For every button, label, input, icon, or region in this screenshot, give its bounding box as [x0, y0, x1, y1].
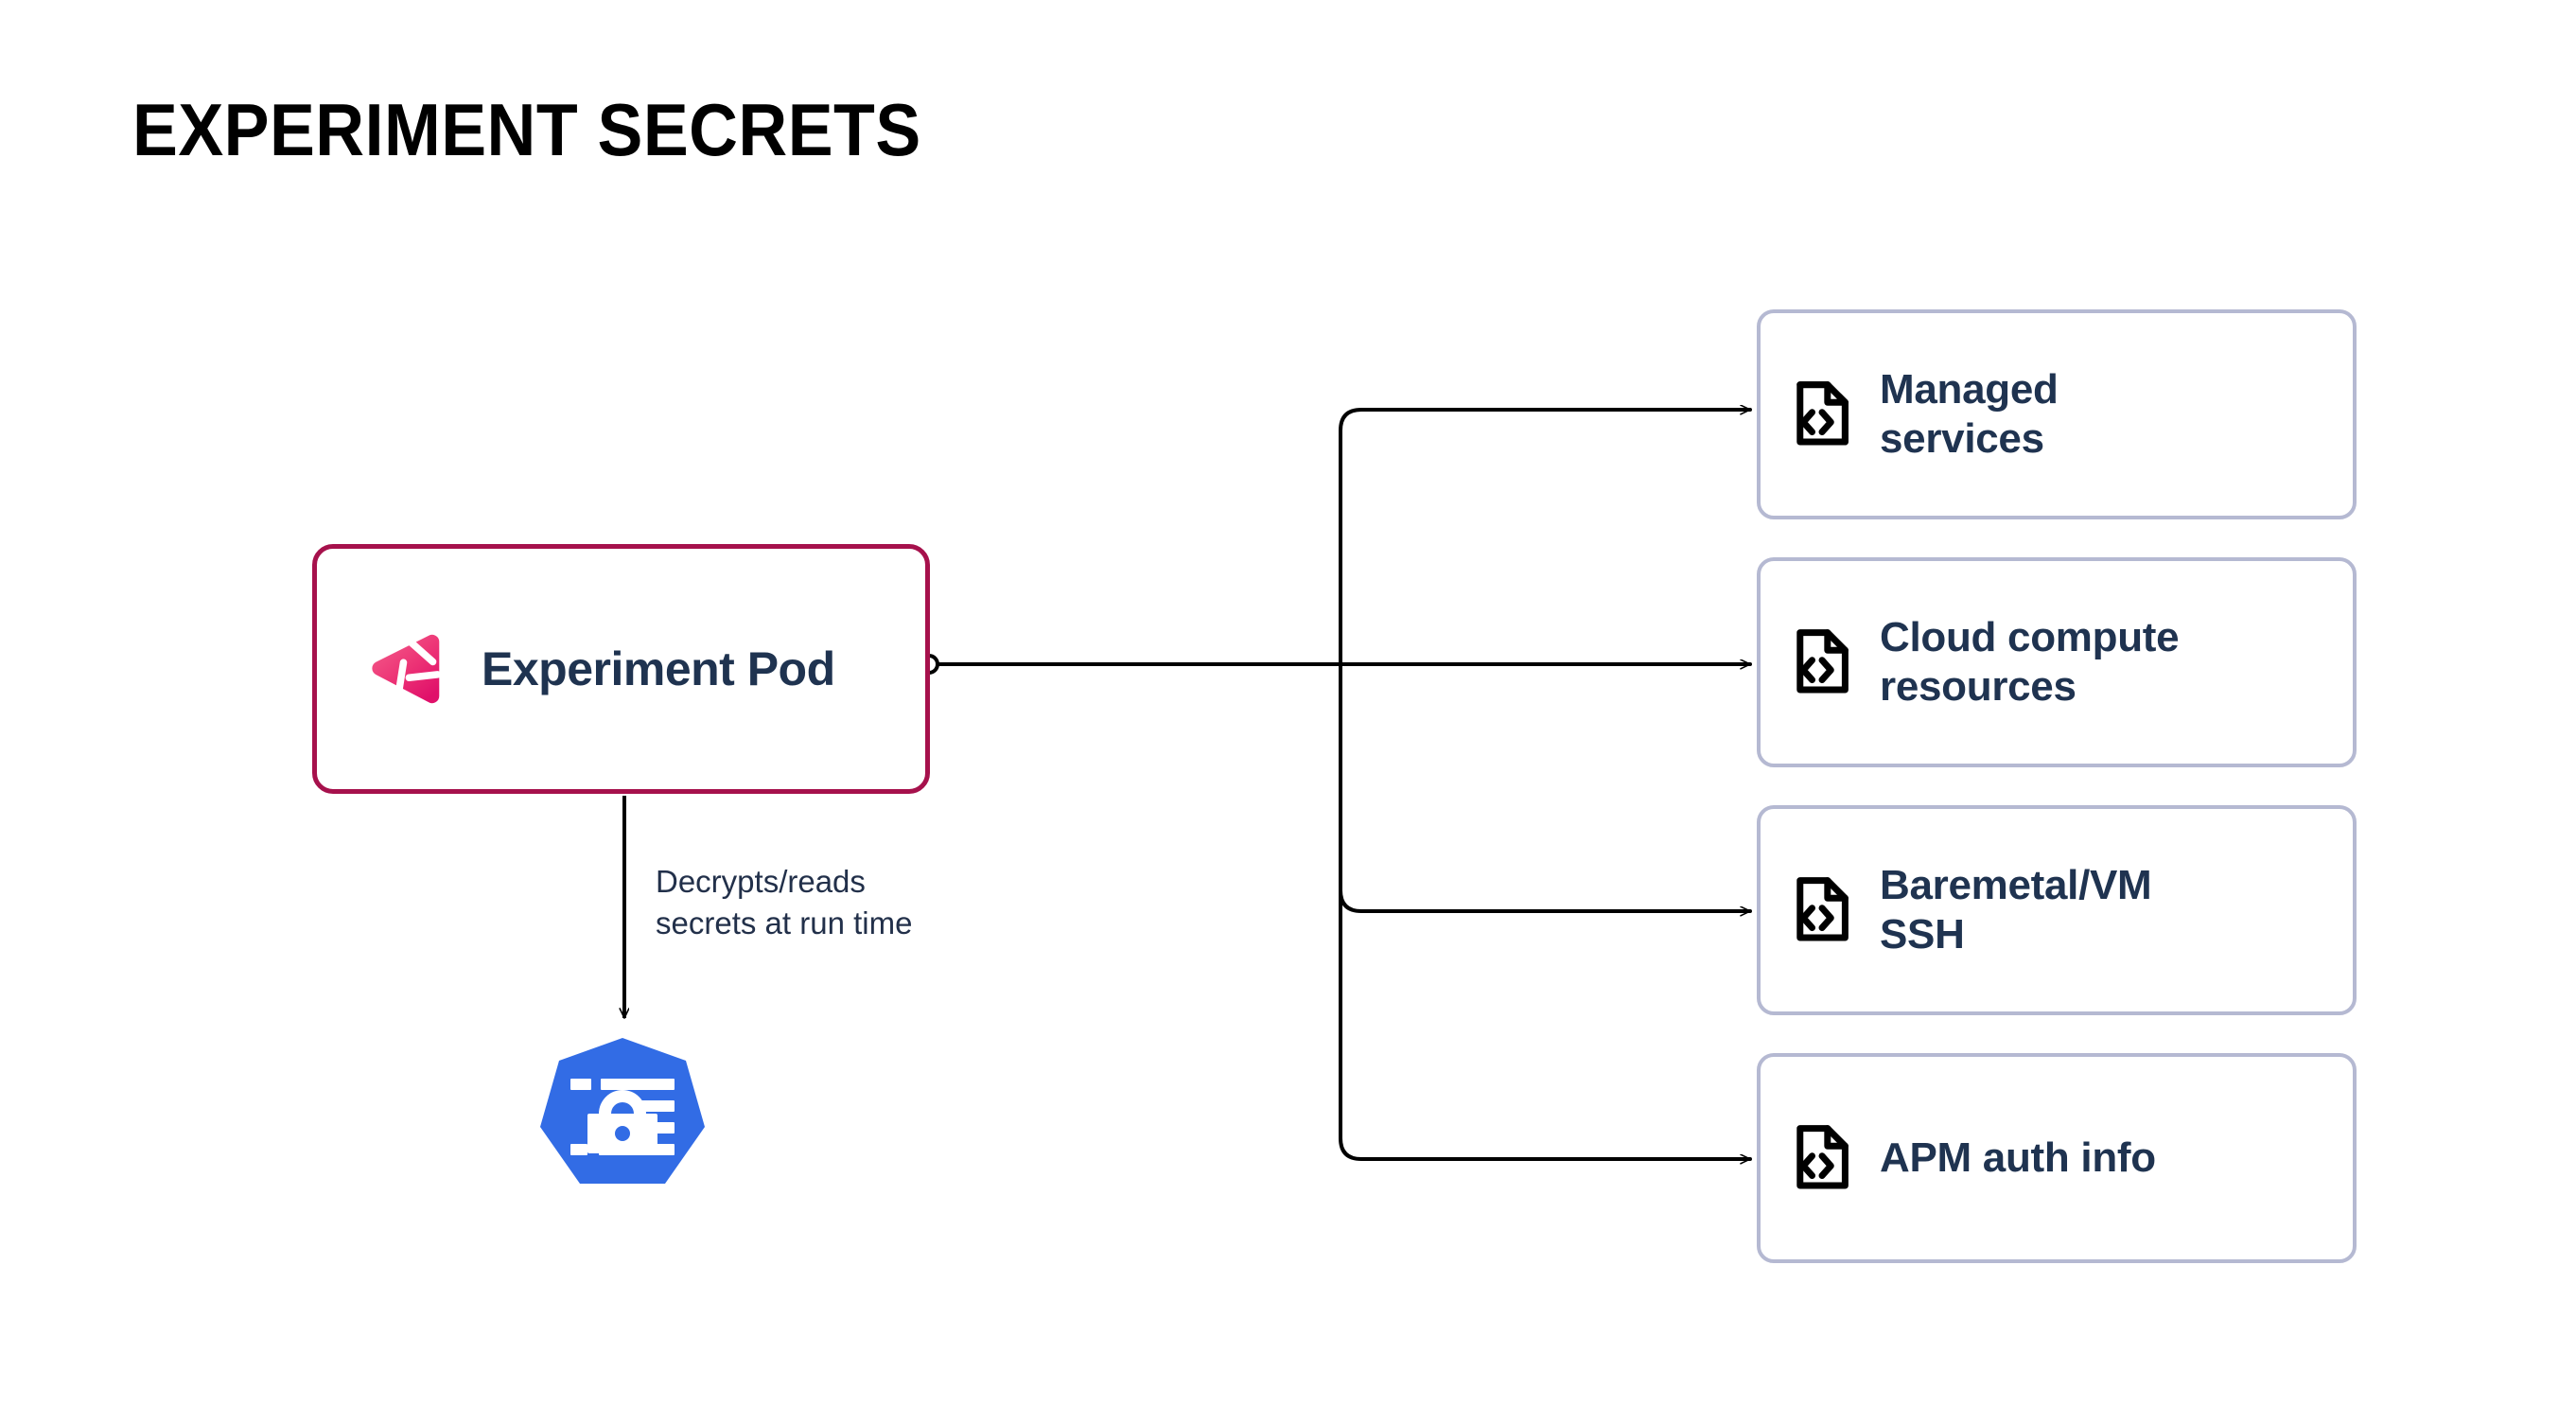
card-label: Baremetal/VM SSH [1880, 861, 2152, 959]
card-apm-auth-info[interactable]: APM auth info [1757, 1053, 2357, 1263]
file-code-icon [1796, 629, 1849, 694]
node-experiment-pod-label: Experiment Pod [482, 642, 835, 695]
card-label-line-2: SSH [1880, 911, 1965, 958]
edge-label-line-2: secrets at run time [656, 905, 913, 940]
card-label-line-2: resources [1880, 663, 2077, 710]
card-baremetal-vm-ssh[interactable]: Baremetal/VM SSH [1757, 805, 2357, 1015]
file-code-icon [1796, 1125, 1849, 1189]
svg-text:secret: secret [587, 1186, 657, 1215]
kubernetes-secret-icon: secret [540, 1038, 705, 1215]
page-title: EXPERIMENT SECRETS [132, 88, 921, 171]
card-label-line-1: Baremetal/VM [1880, 862, 2152, 909]
gremlin-logo-icon [372, 634, 442, 704]
card-managed-services[interactable]: Managed services [1757, 309, 2357, 519]
node-experiment-pod[interactable]: Experiment Pod [312, 544, 930, 794]
node-kubernetes-secret[interactable]: secret [536, 1034, 709, 1223]
card-label: Managed services [1880, 365, 2059, 464]
card-label: Cloud compute resources [1880, 613, 2180, 712]
card-label-line-1: Managed [1880, 366, 2059, 413]
card-cloud-compute-resources[interactable]: Cloud compute resources [1757, 557, 2357, 767]
card-label: APM auth info [1880, 1134, 2156, 1183]
card-label-line-1: APM auth info [1880, 1134, 2156, 1182]
edge-label-line-1: Decrypts/reads [656, 864, 866, 899]
connector-to-managed-services [1339, 410, 1752, 666]
connector-to-apm-auth-info [1339, 662, 1752, 1159]
connector-to-baremetal-ssh [1339, 662, 1752, 911]
file-code-icon [1796, 381, 1849, 446]
edge-label-decrypts-reads: Decrypts/reads secrets at run time [656, 861, 1053, 944]
card-label-line-2: services [1880, 415, 2044, 462]
card-label-line-1: Cloud compute [1880, 614, 2180, 661]
file-code-icon [1796, 877, 1849, 941]
